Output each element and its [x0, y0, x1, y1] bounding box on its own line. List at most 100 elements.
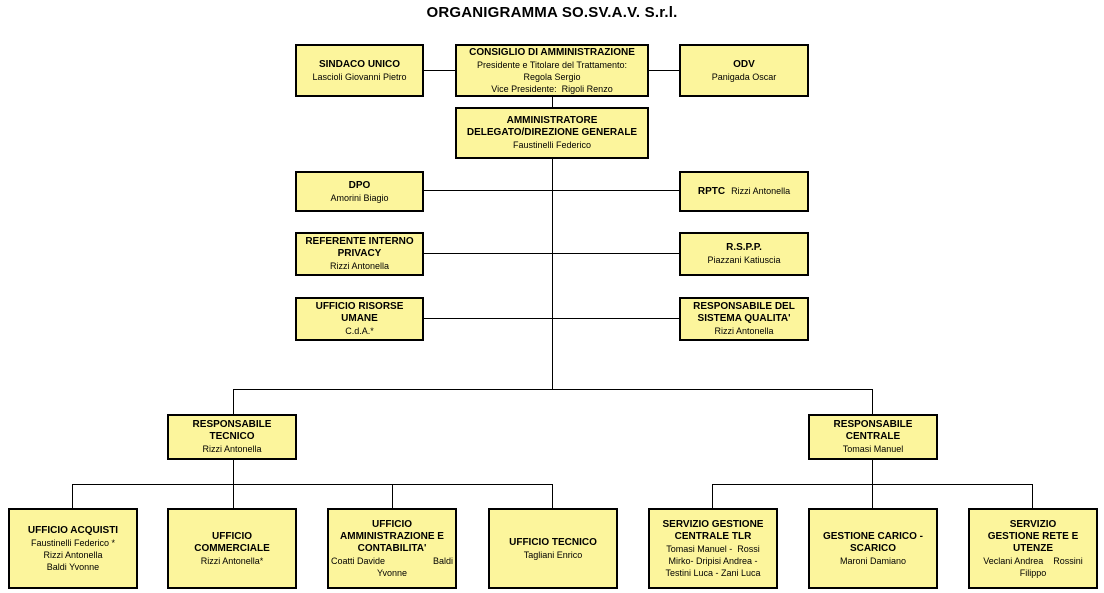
box-heading: UFFICIO: [212, 530, 252, 542]
box-name: Mirko- Dripisi Andrea -: [668, 555, 758, 566]
box-name: Rizzi Antonella: [202, 444, 262, 454]
box-heading: CONSIGLIO DI AMMINISTRAZIONE: [469, 46, 635, 58]
connector-resp-centrale-down: [872, 459, 873, 508]
box-heading: CENTRALE TLR: [674, 530, 752, 542]
chart-title: ORGANIGRAMMA SO.SV.A.V. S.r.l.: [426, 4, 678, 21]
box-consiglio-amministrazione: CONSIGLIO DI AMMINISTRAZIONE Presidente …: [455, 44, 649, 97]
box-ufficio-amministrazione: UFFICIO AMMINISTRAZIONE E CONTABILITA' C…: [327, 508, 457, 589]
box-name: Regola Sergio: [523, 71, 581, 82]
box-ufficio-tecnico: UFFICIO TECNICO Tagliani Enrico: [488, 508, 618, 589]
box-servizio-centrale-tlr: SERVIZIO GESTIONE CENTRALE TLR Tomasi Ma…: [648, 508, 778, 589]
box-name: Lascioli Giovanni Pietro: [312, 71, 407, 82]
connector-dept-5: [712, 484, 713, 508]
box-heading: UTENZE: [1013, 542, 1053, 554]
box-dpo: DPO Amorini Biagio: [295, 171, 424, 212]
box-name: C.d.A.*: [345, 326, 374, 336]
box-heading: RESPONSABILE DEL: [693, 301, 795, 312]
box-name: Faustinelli Federico: [512, 140, 592, 150]
box-heading: SERVIZIO GESTIONE: [662, 518, 764, 530]
box-heading: UMANE: [341, 313, 378, 324]
box-rspp: R.S.P.P. Piazzani Katiuscia: [679, 232, 809, 276]
connector-sindaco-cda: [423, 70, 455, 71]
box-name: Yvonne: [376, 567, 408, 578]
box-heading: UFFICIO ACQUISTI: [27, 524, 119, 536]
box-name: Piazzani Katiuscia: [707, 255, 781, 265]
box-heading: ODV: [733, 58, 755, 70]
box-name: Veclani Andrea Rossini: [983, 555, 1083, 566]
box-ufficio-risorse-umane: UFFICIO RISORSE UMANE C.d.A.*: [295, 297, 424, 341]
box-ufficio-acquisti: UFFICIO ACQUISTI Faustinelli Federico * …: [8, 508, 138, 589]
box-odv: ODV Panigada Oscar: [679, 44, 809, 97]
connector-dpo-rptc: [423, 190, 679, 191]
box-heading: AMMINISTRATORE: [506, 115, 598, 126]
connector-cda-odv: [648, 70, 679, 71]
box-amministratore-delegato: AMMINISTRATORE DELEGATO/DIREZIONE GENERA…: [455, 107, 649, 159]
box-responsabile-tecnico: RESPONSABILE TECNICO Rizzi Antonella: [167, 414, 297, 460]
box-heading: AMMINISTRAZIONE E: [340, 530, 444, 542]
box-name: Baldi: [432, 555, 453, 566]
connector-centrale-bar: [712, 484, 1033, 485]
box-name: Maroni Damiano: [839, 555, 907, 566]
box-heading: SINDACO UNICO: [318, 58, 401, 70]
box-ufficio-commerciale: UFFICIO COMMERCIALE Rizzi Antonella*: [167, 508, 297, 589]
box-name: Rizzi Antonella: [329, 261, 390, 271]
box-name: Baldi Yvonne: [46, 561, 100, 572]
box-name: Presidente e Titolare del Trattamento:: [476, 59, 628, 70]
box-heading: RESPONSABILE: [833, 419, 913, 430]
connector-managers-bar: [233, 389, 873, 390]
box-name-row: Coatti Davide Baldi: [331, 555, 453, 567]
box-heading: TECNICO: [209, 431, 255, 442]
box-name: Faustinelli Federico *: [30, 537, 116, 548]
connector-to-resp-tecnico: [233, 389, 234, 414]
box-name: Vice Presidente: Rigoli Renzo: [491, 83, 613, 94]
box-gestione-carico-scarico: GESTIONE CARICO - SCARICO Maroni Damiano: [808, 508, 938, 589]
box-heading: R.S.P.P.: [726, 242, 762, 253]
box-heading: GESTIONE CARICO -: [822, 530, 923, 542]
box-heading: UFFICIO RISORSE: [315, 301, 404, 312]
connector-dept-7: [1032, 484, 1033, 508]
connector-dept-1: [72, 484, 73, 508]
box-name: Rizzi Antonella: [731, 186, 791, 196]
box-name: Rizzi Antonella: [43, 549, 103, 560]
connector-tecnico-bar: [72, 484, 553, 485]
box-referente-privacy: REFERENTE INTERNO PRIVACY Rizzi Antonell…: [295, 232, 424, 276]
box-name: Tagliani Enrico: [523, 549, 583, 560]
box-heading: REFERENTE INTERNO: [305, 236, 414, 247]
box-heading: SCARICO: [849, 542, 897, 554]
box-name: Filippo: [1019, 567, 1047, 578]
box-heading: DPO: [348, 179, 371, 191]
box-heading: SERVIZIO: [1009, 518, 1057, 530]
box-name: Amorini Biagio: [330, 192, 389, 203]
connector-privacy-rspp: [423, 253, 679, 254]
connector-hr-quality: [423, 318, 679, 319]
box-heading: RESPONSABILE: [192, 419, 272, 430]
box-name: Tomasi Manuel - Rossi: [666, 543, 760, 554]
box-heading: CENTRALE: [845, 431, 901, 442]
connector-resp-tecnico-down: [233, 459, 234, 508]
box-heading: CONTABILITA': [357, 542, 427, 554]
box-name: Coatti Davide: [331, 555, 386, 566]
box-heading: RPTC: [697, 186, 726, 197]
box-heading: PRIVACY: [337, 248, 382, 259]
connector-dept-3: [392, 484, 393, 508]
box-name: Panigada Oscar: [711, 71, 777, 82]
connector-dept-4: [552, 484, 553, 508]
box-name: Tomasi Manuel: [842, 444, 904, 454]
box-heading: UFFICIO: [372, 518, 412, 530]
box-heading: COMMERCIALE: [194, 542, 270, 554]
box-inline-row: RPTC Rizzi Antonella: [698, 185, 790, 198]
box-name: Rizzi Antonella*: [200, 555, 264, 566]
box-name: Testini Luca - Zani Luca: [665, 567, 761, 578]
box-responsabile-centrale: RESPONSABILE CENTRALE Tomasi Manuel: [808, 414, 938, 460]
box-responsabile-qualita: RESPONSABILE DEL SISTEMA QUALITA' Rizzi …: [679, 297, 809, 341]
box-sindaco-unico: SINDACO UNICO Lascioli Giovanni Pietro: [295, 44, 424, 97]
box-heading: SISTEMA QUALITA': [697, 313, 791, 324]
connector-to-resp-centrale: [872, 389, 873, 414]
box-servizio-rete-utenze: SERVIZIO GESTIONE RETE E UTENZE Veclani …: [968, 508, 1098, 589]
box-heading: UFFICIO TECNICO: [509, 536, 597, 548]
connector-main-trunk: [552, 96, 553, 390]
box-name: Rizzi Antonella: [714, 326, 774, 336]
box-heading: DELEGATO/DIREZIONE GENERALE: [466, 127, 638, 138]
box-heading: GESTIONE RETE E: [987, 530, 1079, 542]
box-rptc: RPTC Rizzi Antonella: [679, 171, 809, 212]
